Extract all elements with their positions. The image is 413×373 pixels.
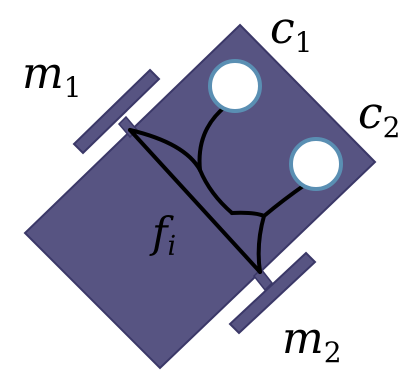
label-c1-base: c (270, 3, 295, 54)
trace-network (128, 104, 308, 274)
label-c2-base: c (358, 88, 383, 139)
contact-c1 (208, 59, 262, 113)
contact-c2 (289, 137, 343, 191)
label-c1: c1 (270, 3, 312, 59)
label-m1-base: m (22, 48, 64, 99)
board-body (23, 23, 377, 370)
label-c2: c2 (358, 88, 400, 144)
label-fi-sub: i (168, 231, 177, 262)
label-m2-base: m (282, 313, 324, 364)
label-m1: m1 (22, 48, 82, 104)
label-m2: m2 (282, 313, 342, 369)
label-c1-sub: 1 (295, 26, 313, 59)
trace-lower-right (256, 214, 266, 274)
trace-upper-left (128, 128, 202, 172)
terminal-m2-bar (228, 251, 317, 335)
label-m1-sub: 1 (64, 71, 82, 104)
trace-to-c1 (197, 104, 228, 172)
trace-upper-right (198, 168, 234, 215)
terminal-m2 (228, 251, 317, 335)
trace-diagonal (128, 128, 262, 274)
terminal-m1-bar (72, 68, 161, 155)
label-c2-sub: 2 (383, 111, 401, 144)
label-m2-sub: 2 (324, 336, 342, 369)
